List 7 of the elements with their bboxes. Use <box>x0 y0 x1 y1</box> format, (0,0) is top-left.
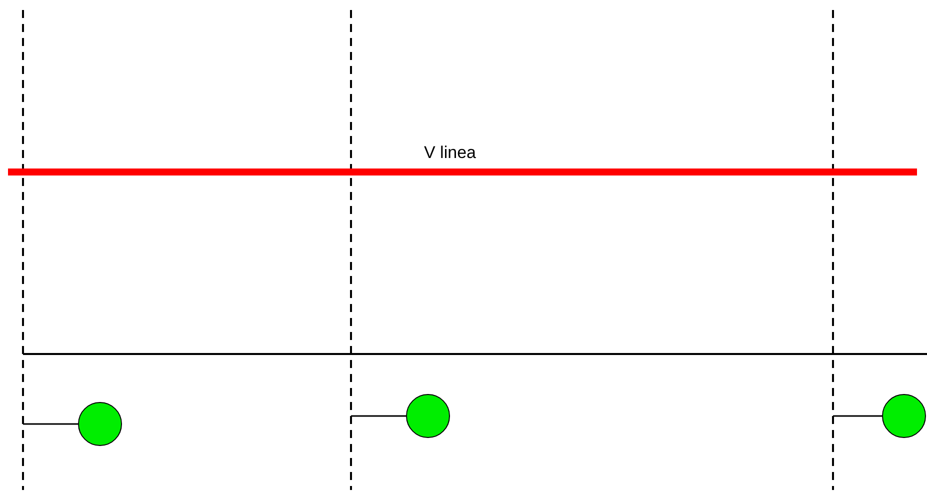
line-label: V linea <box>424 143 476 163</box>
connector-line <box>833 415 882 417</box>
circle-node <box>78 402 122 446</box>
circle-node <box>882 394 926 438</box>
connector-line <box>23 423 78 425</box>
circle-node <box>406 394 450 438</box>
connector-line <box>351 415 406 417</box>
